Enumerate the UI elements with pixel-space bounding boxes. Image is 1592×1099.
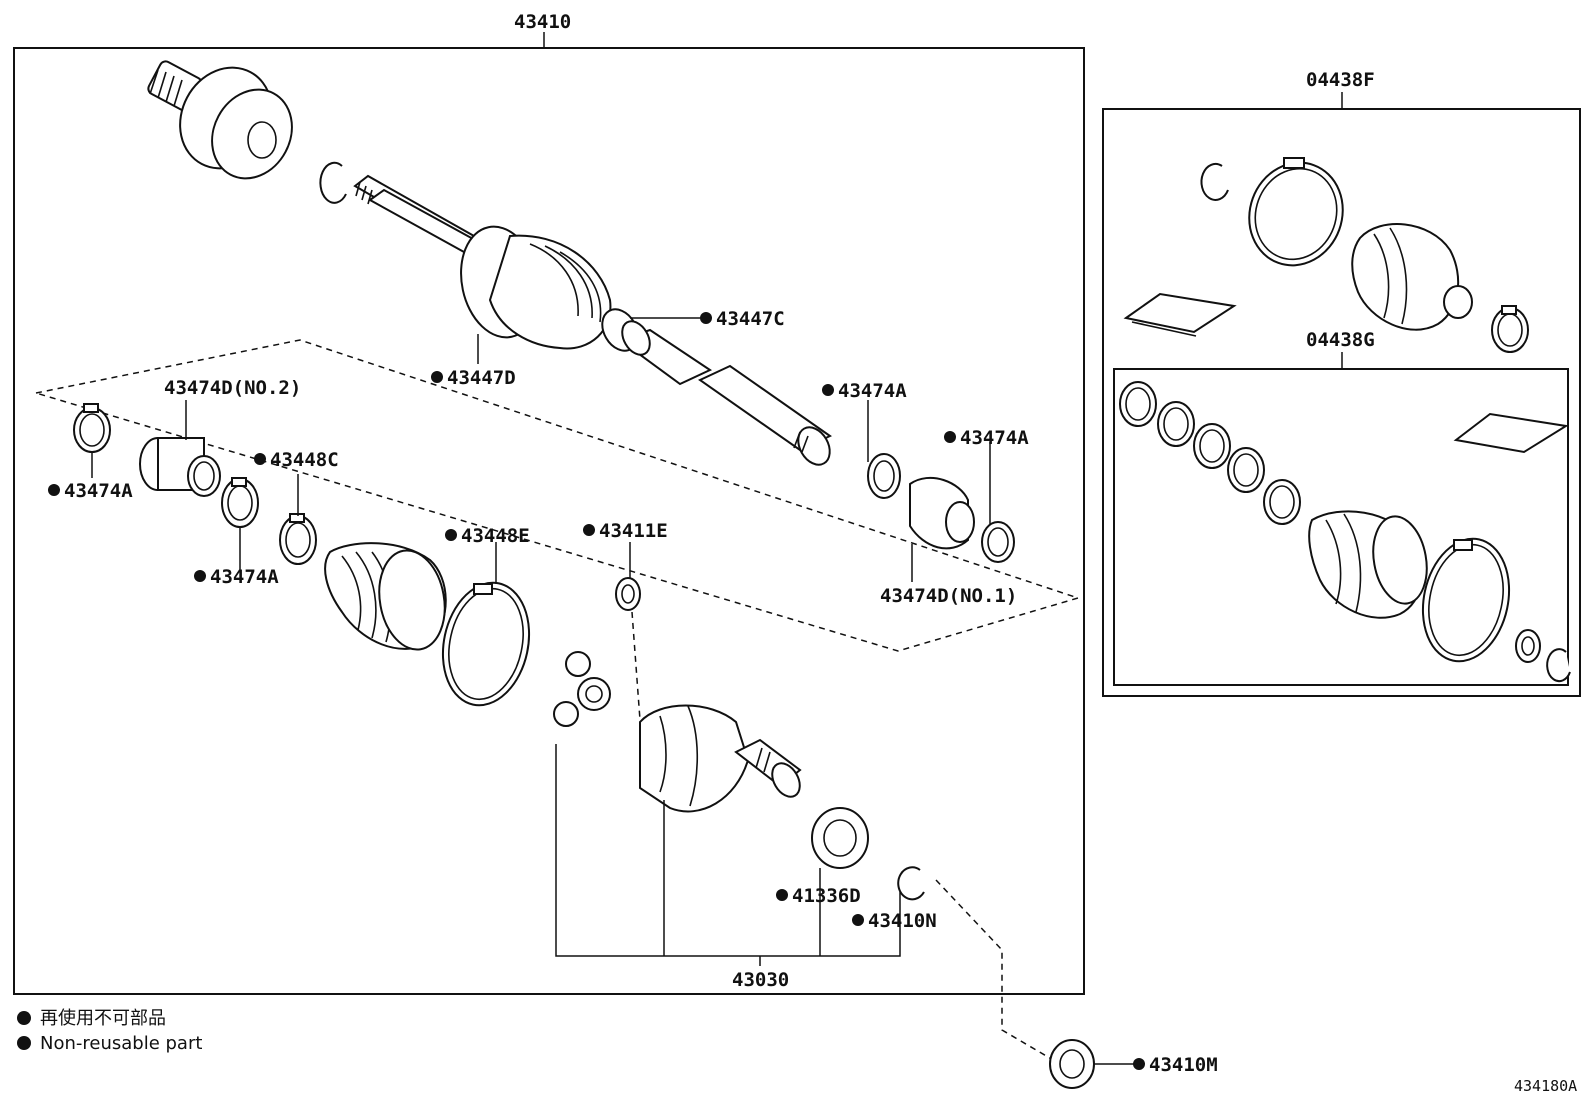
snap-ring-outboard[interactable] [319,161,347,204]
inboard-joint-housing[interactable] [639,704,805,813]
label-43474A-left: 43474A [64,480,133,502]
tripod-joint[interactable] [553,651,611,727]
label-04438F: 04438F [1306,69,1375,91]
kit-small-band[interactable] [1491,305,1529,353]
label-43474A-mid: 43474A [210,566,279,588]
outboard-cv-joint[interactable] [146,51,307,192]
label-43448C: 43448C [270,449,339,471]
label-43474A-right: 43474A [838,380,907,402]
legend-japanese: 再使用不可部品 [40,1008,166,1029]
label-43410: 43410 [514,11,571,33]
band-43448E[interactable] [432,575,540,714]
dashed-group-outline [35,339,1081,652]
kit-grease-pack[interactable] [1123,292,1237,337]
bearing-43410M[interactable] [1049,1039,1095,1089]
clamp-43474A-left[interactable] [73,403,111,453]
clamp-43448C[interactable] [279,513,317,565]
label-41336D: 41336D [792,885,861,907]
kit-g-rings[interactable] [1515,629,1571,683]
label-43448E: 43448E [461,525,530,547]
label-43474D-no2: 43474D(NO.2) [164,377,301,399]
kit-g-band[interactable] [1412,531,1520,670]
snap-ring-43411E[interactable] [615,577,641,611]
snap-ring-43410N[interactable] [897,866,925,901]
kit-boot[interactable] [1351,223,1473,331]
label-43411E: 43411E [599,520,668,542]
damper-43474D-no2[interactable] [139,437,221,497]
frame-43410 [13,47,1085,995]
label-43474A-far-right: 43474A [960,427,1029,449]
damper-43474D-no1[interactable] [867,453,1015,563]
label-43410M: 43410M [1149,1054,1218,1076]
kit-large-band[interactable] [1235,149,1357,278]
label-43447C: 43447C [716,308,785,330]
outboard-boot[interactable] [451,219,655,359]
label-04438G: 04438G [1306,329,1375,351]
label-43474D-no1: 43474D(NO.1) [880,585,1017,607]
kit-snap-ring[interactable] [1200,162,1229,201]
label-43410N: 43410N [868,910,937,932]
kit-g-boot[interactable] [1308,510,1433,619]
oil-seal-41336D[interactable] [811,807,869,869]
legend-english: Non-reusable part [40,1033,202,1054]
kit-g-clamps[interactable] [1119,381,1301,525]
label-43030: 43030 [732,969,789,991]
figure-code: 434180A [1514,1077,1577,1095]
label-43447D: 43447D [447,367,516,389]
clamp-43474A-mid[interactable] [221,477,259,528]
frame-04438G [1113,368,1569,686]
inboard-boot[interactable] [324,542,452,655]
kit-g-grease-pack[interactable] [1453,412,1569,454]
